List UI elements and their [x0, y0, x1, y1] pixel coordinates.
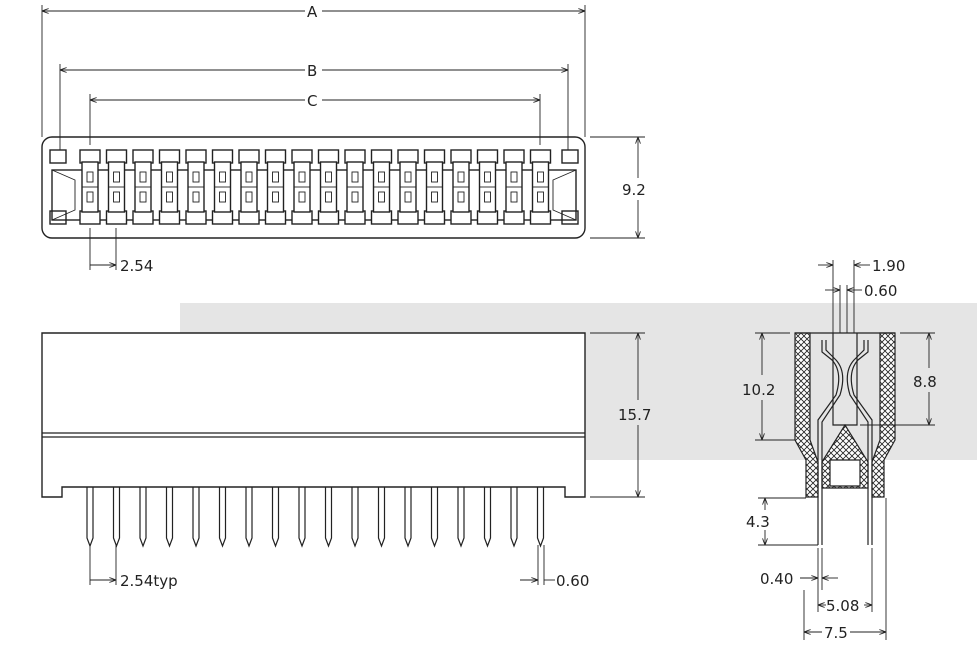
top-contact — [158, 149, 181, 225]
dim-1-90: 1.90 — [818, 257, 905, 333]
top-contact — [132, 149, 154, 225]
dim-8-8: 8.8 — [860, 332, 937, 426]
dim-a-label: A — [307, 3, 318, 21]
top-contact — [476, 149, 499, 225]
front-pin — [218, 487, 227, 548]
contact-left — [817, 340, 844, 545]
corner-key — [49, 149, 67, 164]
dim-8-8-label: 8.8 — [913, 373, 937, 391]
top-contact — [79, 149, 101, 225]
dim-15-7-label: 15.7 — [618, 406, 651, 424]
dim-7-5: 7.5 — [804, 624, 886, 642]
front-pin — [404, 487, 412, 548]
contact-right — [846, 340, 873, 545]
dim-pitch-top-label: 2.54 — [120, 257, 153, 275]
top-contact — [211, 149, 234, 225]
dim-b-label: B — [307, 62, 317, 80]
dim-10-2-label: 10.2 — [742, 381, 775, 399]
front-pin — [377, 487, 386, 548]
dim-15-7: 15.7 — [590, 332, 651, 498]
housing-wall-right — [871, 332, 896, 498]
front-pin — [483, 487, 492, 548]
dim-pitch-front-label: 2.54typ — [120, 572, 178, 590]
dim-c: C — [89, 92, 541, 145]
dim-0-40-label: 0.40 — [760, 570, 793, 588]
corner-key — [561, 210, 579, 225]
top-contact — [291, 149, 313, 225]
top-contact — [450, 149, 472, 225]
top-contact — [344, 149, 366, 225]
dim-4-3-label: 4.3 — [746, 513, 770, 531]
front-view: 15.7 2.54typ 0.60 — [41, 332, 651, 590]
front-pin — [192, 487, 200, 548]
dim-10-2: 10.2 — [742, 332, 795, 441]
dim-0-60-side: 0.60 — [825, 282, 897, 333]
top-view: A B C 9.2 2.54 — [41, 3, 646, 275]
front-pin — [245, 487, 253, 548]
front-pin — [430, 487, 439, 548]
top-contact — [264, 149, 287, 225]
top-contacts — [79, 149, 552, 225]
top-contact — [105, 149, 128, 225]
dim-9-2-label: 9.2 — [622, 181, 646, 199]
dim-5-08: 5.08 — [803, 498, 887, 640]
dim-0-40: 0.40 — [760, 548, 838, 590]
corner-key — [561, 149, 579, 164]
front-pin — [112, 487, 121, 548]
front-pin — [457, 487, 465, 548]
front-pin — [86, 487, 94, 548]
top-rail — [51, 169, 577, 221]
dim-7-5-label: 7.5 — [824, 624, 848, 642]
top-contact — [238, 149, 260, 225]
dim-4-3: 4.3 — [746, 497, 818, 546]
front-pin — [510, 487, 518, 548]
dim-a: A — [41, 3, 586, 137]
dim-c-label: C — [307, 92, 317, 110]
front-pin — [298, 487, 306, 548]
top-contact — [529, 149, 552, 225]
dim-0-60-side-label: 0.60 — [864, 282, 897, 300]
dim-5-08-label: 5.08 — [826, 597, 859, 615]
top-contact — [423, 149, 446, 225]
front-pin — [324, 487, 333, 548]
dim-b: B — [59, 62, 569, 150]
dim-1-90-label: 1.90 — [872, 257, 905, 275]
side-view: 1.90 0.60 10.2 8.8 4.3 — [742, 257, 937, 642]
top-contact — [185, 149, 207, 225]
front-pin — [139, 487, 147, 548]
front-pin — [165, 487, 174, 548]
dim-9-2: 9.2 — [590, 136, 646, 239]
top-contact — [370, 149, 393, 225]
dim-pitch-front: 2.54typ — [89, 545, 178, 590]
front-pin — [536, 487, 545, 548]
front-pin — [271, 487, 280, 548]
top-contact — [503, 149, 525, 225]
polarization-ends — [51, 169, 577, 221]
dim-pitch-top: 2.54 — [89, 228, 153, 275]
top-contact — [317, 149, 340, 225]
top-housing-outline — [41, 136, 586, 239]
front-pin — [351, 487, 359, 548]
dim-pin-width: 0.60 — [520, 545, 589, 590]
top-contact — [397, 149, 419, 225]
front-pins — [86, 487, 545, 548]
mating-slot — [832, 333, 858, 426]
front-housing — [41, 332, 586, 498]
dim-pin-width-label: 0.60 — [556, 572, 589, 590]
corner-key — [49, 210, 67, 225]
